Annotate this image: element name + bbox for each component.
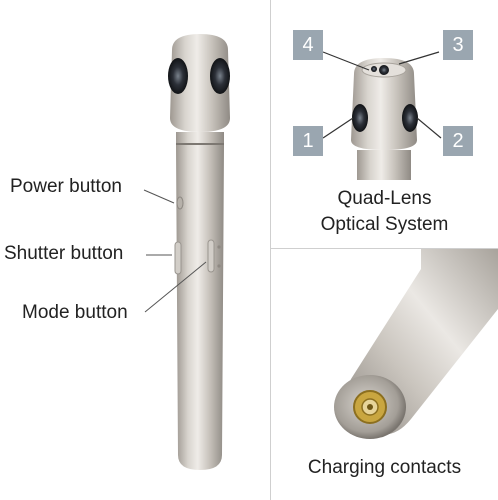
leader-1	[322, 117, 354, 139]
mode-button-icon	[207, 239, 215, 273]
quad-lens-illustration	[322, 51, 442, 180]
leader-2	[416, 117, 442, 139]
quad-lens-caption-line2: Optical System	[320, 214, 449, 235]
lens-number-1: 1	[293, 126, 323, 156]
leader-3	[398, 51, 440, 65]
pen-body	[176, 145, 224, 470]
lens-right-icon	[210, 58, 230, 94]
charging-illustration	[334, 249, 498, 439]
quad-lens-panel: 4 3 1 2 Quad-Lens Optical System	[271, 0, 498, 248]
pen-camera-panel: Power button Shutter button Mode button	[4, 34, 230, 470]
power-button-label: Power button	[10, 176, 122, 197]
lens-number-3: 3	[443, 30, 473, 60]
lens-number-2: 2	[443, 126, 473, 156]
leader-4	[322, 51, 370, 71]
mode-leader-line	[144, 261, 207, 313]
horizontal-divider	[271, 248, 498, 249]
lens-head	[351, 58, 417, 150]
shutter-button-label: Shutter button	[4, 243, 124, 264]
shutter-button-icon	[174, 241, 182, 275]
lens-number-4: 4	[293, 30, 323, 60]
vertical-divider	[270, 0, 271, 500]
mode-button-label: Mode button	[22, 302, 128, 323]
quad-lens-caption-line1: Quad-Lens	[337, 188, 432, 209]
charging-panel: Charging contacts	[271, 249, 498, 500]
lens-2-icon	[402, 104, 418, 132]
charging-contacts-caption: Charging contacts	[307, 457, 462, 478]
pen-camera-illustration	[143, 34, 230, 470]
power-button-icon	[176, 196, 184, 210]
lens-1-icon	[352, 104, 368, 132]
pen-neck	[176, 132, 224, 144]
lens-4-icon	[371, 66, 377, 72]
lens-left-icon	[168, 58, 188, 94]
lens-3-icon	[379, 65, 389, 75]
pen-head	[170, 34, 230, 132]
power-leader-line	[143, 189, 175, 204]
